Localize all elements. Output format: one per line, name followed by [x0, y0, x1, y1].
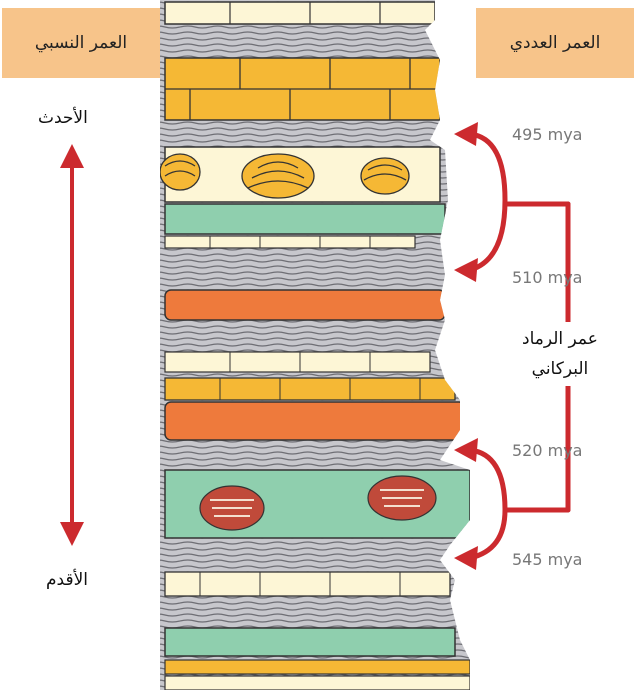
- ash-layer: [165, 402, 465, 440]
- age-label-495: 495 mya: [512, 125, 582, 144]
- ash-layer: [165, 290, 445, 320]
- absolute-age-header: العمر العددي: [476, 8, 634, 78]
- sandstone-layer: [165, 378, 455, 400]
- ash-label-line2: البركاني: [522, 354, 598, 384]
- limestone-layer: [165, 2, 435, 24]
- youngest-label: الأحدث: [38, 108, 88, 128]
- relative-age-header: العمر النسبي: [2, 8, 160, 78]
- oldest-label: الأقدم: [46, 570, 88, 590]
- green-layer: [165, 204, 445, 234]
- green-layer: [165, 628, 455, 656]
- age-label-510: 510 mya: [512, 268, 582, 287]
- age-label-520: 520 mya: [512, 441, 582, 460]
- ash-label-line1: عمر الرماد: [522, 324, 598, 354]
- relative-age-arrow: [60, 144, 84, 546]
- volcanic-ash-age-label: عمر الرماد البركاني: [518, 322, 602, 386]
- age-label-545: 545 mya: [512, 550, 582, 569]
- rock-column: [160, 0, 480, 690]
